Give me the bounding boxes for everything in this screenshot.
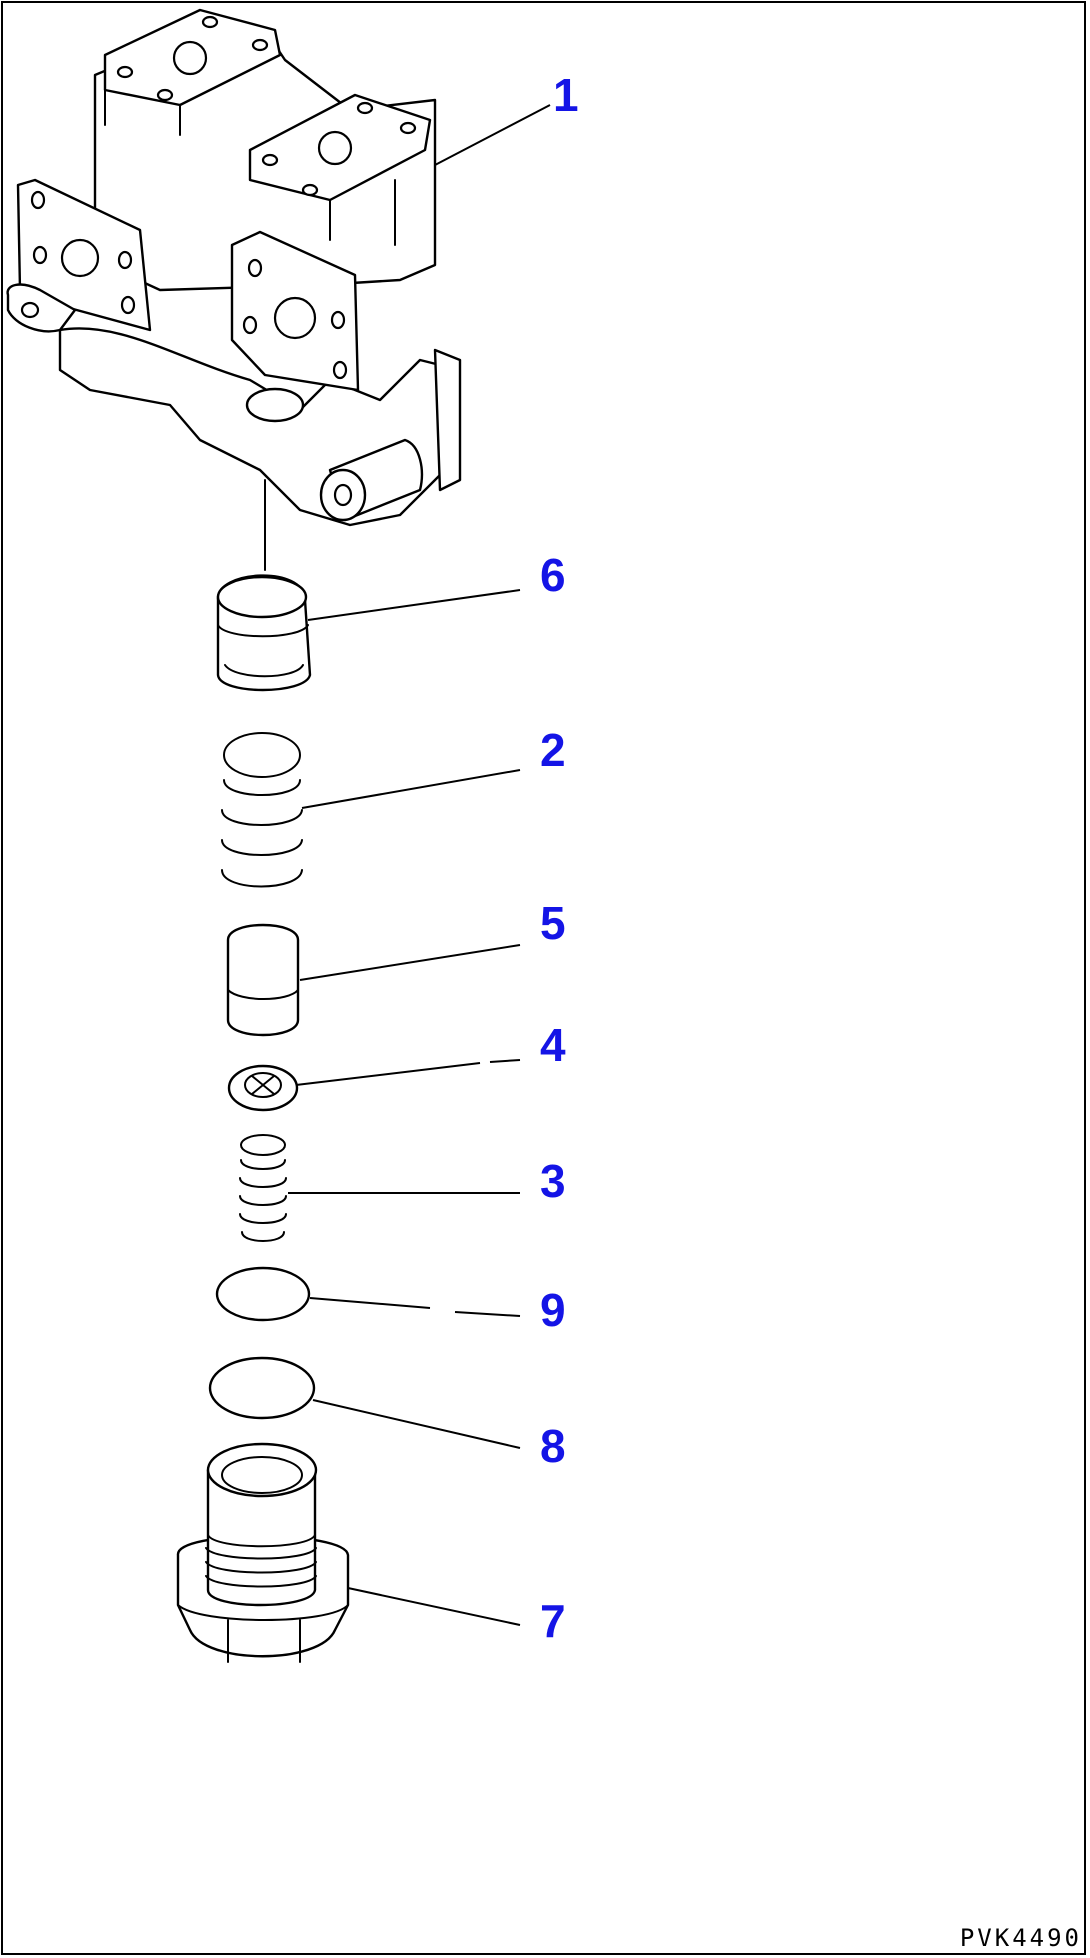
part-6-cap — [216, 574, 521, 692]
part-1-valve-body — [6, 8, 551, 571]
drawing-code: PVK4490 — [959, 1924, 1082, 1952]
callout-8: 8 — [540, 1420, 566, 1472]
callout-7: 7 — [540, 1595, 566, 1647]
part-4-seat — [227, 1059, 521, 1112]
part-5-piston — [226, 923, 521, 1037]
callout-5: 5 — [540, 897, 566, 949]
part-9-o-ring — [215, 1266, 521, 1322]
part-7-plug — [176, 1442, 521, 1663]
callout-3: 3 — [540, 1155, 566, 1207]
part-2-large-spring — [221, 732, 521, 888]
callout-2: 2 — [540, 724, 566, 776]
callout-9: 9 — [540, 1284, 566, 1336]
part-8-o-ring — [208, 1356, 521, 1449]
callout-6: 6 — [540, 549, 566, 601]
callout-1: 1 — [553, 69, 579, 121]
part-3-small-spring — [239, 1134, 520, 1242]
callout-4: 4 — [540, 1019, 566, 1071]
